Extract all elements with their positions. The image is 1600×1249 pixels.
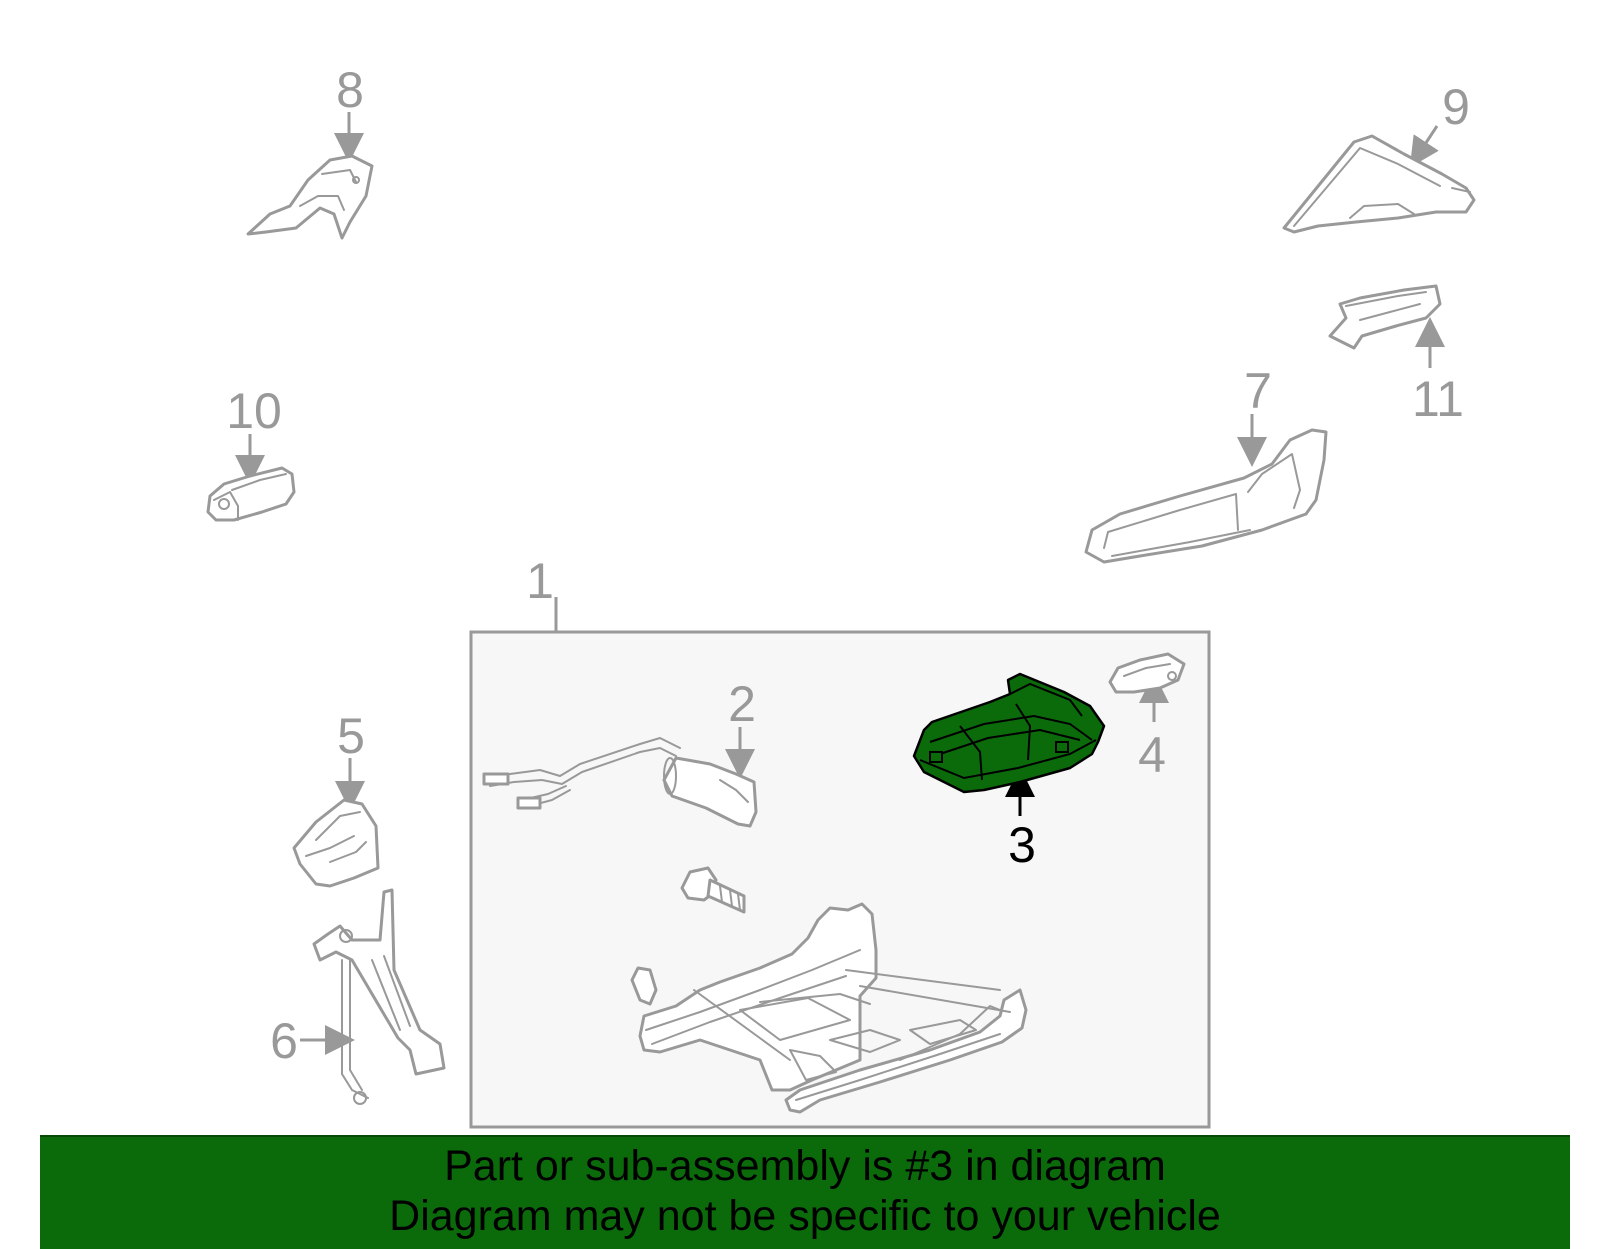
callout-1[interactable]: 1: [526, 553, 554, 609]
callout-5[interactable]: 5: [337, 708, 365, 764]
part-3-highlighted[interactable]: [912, 672, 1106, 794]
seat-track-frame[interactable]: [630, 902, 1028, 1114]
part-7-side-cover[interactable]: [1084, 428, 1328, 564]
callout-11[interactable]: 11: [1412, 371, 1464, 427]
part-9-cover[interactable]: [1282, 134, 1476, 234]
banner-line-1: Part or sub-assembly is #3 in diagram: [444, 1142, 1166, 1190]
part-8-bracket[interactable]: [246, 154, 374, 240]
callout-3[interactable]: 3: [1008, 817, 1036, 873]
part-5-bracket[interactable]: [292, 798, 380, 888]
part-11-cover[interactable]: [1328, 284, 1442, 350]
callout-4[interactable]: 4: [1138, 727, 1166, 783]
callout-2[interactable]: 2: [728, 676, 756, 732]
info-banner: Part or sub-assembly is #3 in diagram Di…: [40, 1135, 1570, 1249]
callout-8[interactable]: 8: [336, 62, 364, 118]
banner-line-2: Diagram may not be specific to your vehi…: [389, 1192, 1221, 1240]
callout-7[interactable]: 7: [1244, 363, 1272, 419]
part-10-clip[interactable]: [206, 466, 296, 522]
callout-6[interactable]: 6: [270, 1013, 298, 1069]
part-6-lever[interactable]: [312, 888, 446, 1105]
callout-9[interactable]: 9: [1442, 79, 1470, 135]
part-4-clip[interactable]: [1108, 652, 1186, 694]
callout-10[interactable]: 10: [226, 383, 282, 439]
part-2-motor[interactable]: [482, 737, 758, 828]
bolt[interactable]: [680, 866, 746, 914]
